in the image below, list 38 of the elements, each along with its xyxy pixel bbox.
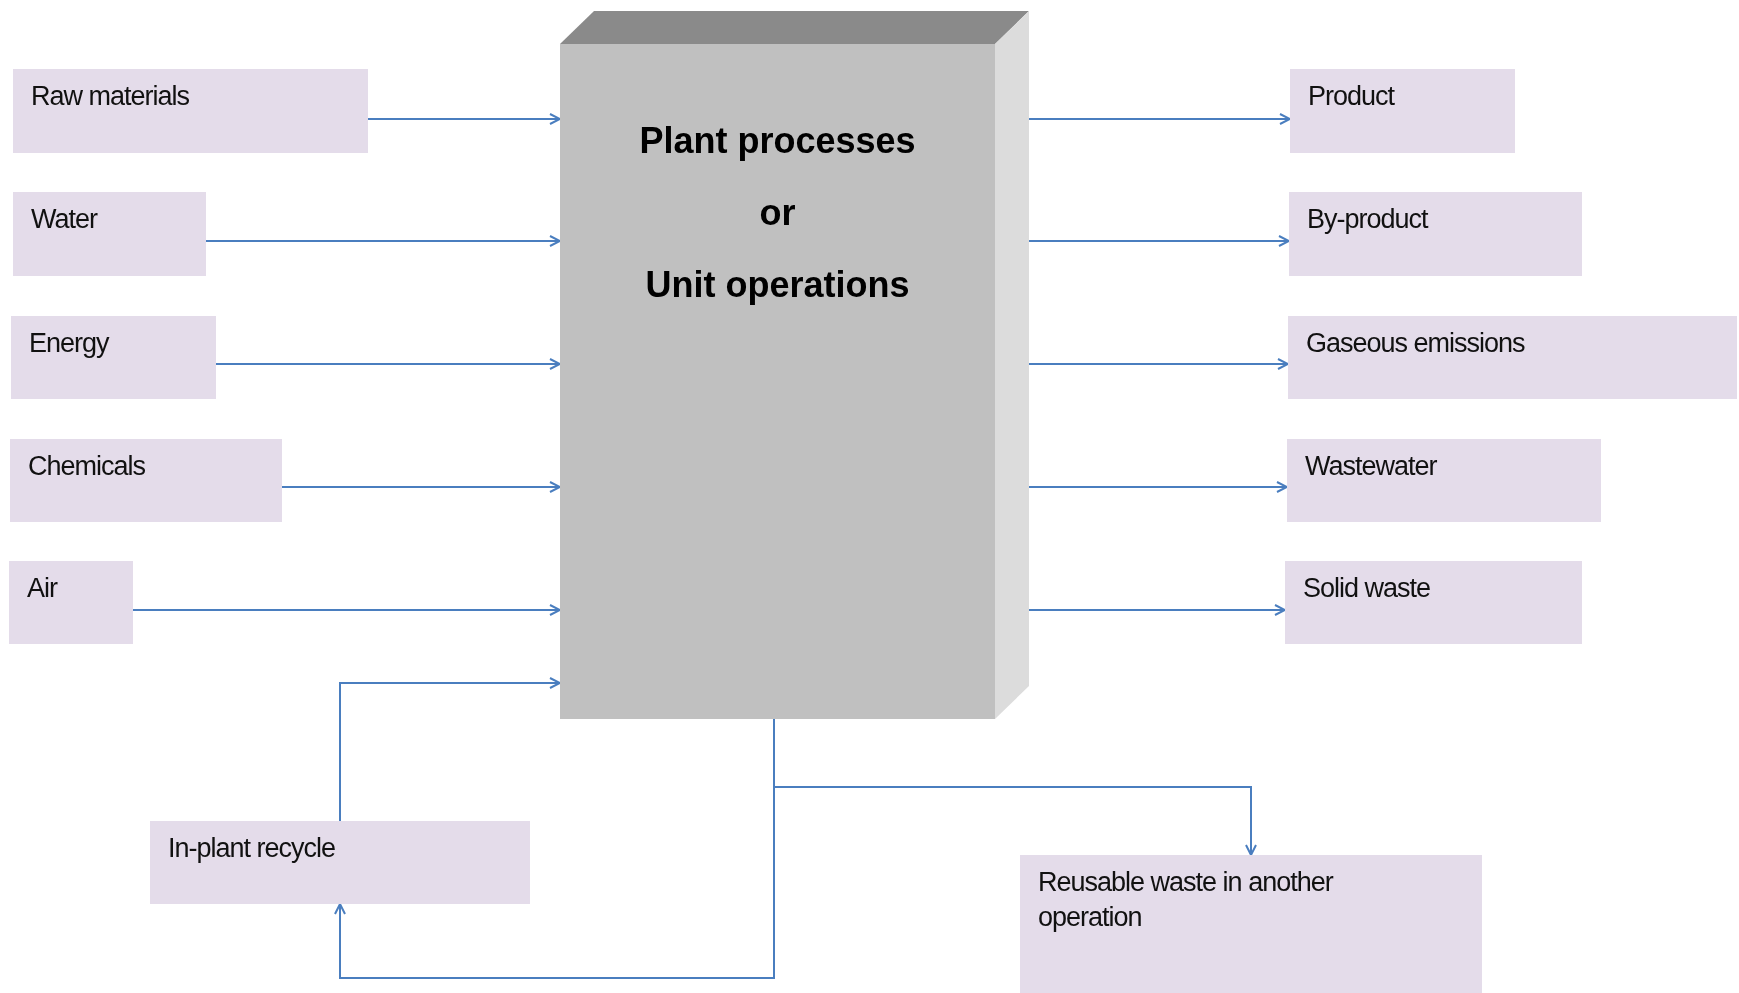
box-label: In-plant recycle [168,832,337,865]
arrow [132,604,561,616]
block-title: Plant processes [639,121,916,161]
box-label: By-product [1307,203,1430,236]
flow-box [1289,192,1582,276]
flow-box [1288,316,1737,399]
flow-box [150,821,530,904]
flow-box [1287,439,1601,522]
box-label: Water [31,203,99,236]
flow-box [10,439,282,522]
block-title: Unit operations [645,265,910,305]
flow-box [11,316,216,399]
flow-box [1285,561,1582,644]
flow-box [9,561,133,644]
arrow [281,481,561,493]
box-label: Solid waste [1303,572,1432,605]
flow-box [1020,855,1482,993]
box-label: Raw materials [31,80,191,113]
arrow [1028,481,1288,493]
flow-box [13,192,206,276]
flow-box [1290,69,1515,153]
box-label: Energy [29,327,111,360]
arrow [215,358,561,370]
arrow [1028,235,1290,247]
box-label: Product [1308,80,1396,113]
arrow [367,113,561,125]
box-label: Air [27,572,59,605]
block-title: or [759,193,796,233]
box-label: Chemicals [28,450,147,483]
arrow [1028,358,1289,370]
arrow [1028,604,1286,616]
arrow [1028,113,1291,125]
arrow [339,677,561,822]
flow-box [13,69,368,153]
arrow [205,235,561,247]
box-label: Wastewater [1305,450,1438,483]
box-label: Gaseous emissions [1306,327,1526,360]
box-label: Reusable waste in another operation [1038,866,1335,934]
